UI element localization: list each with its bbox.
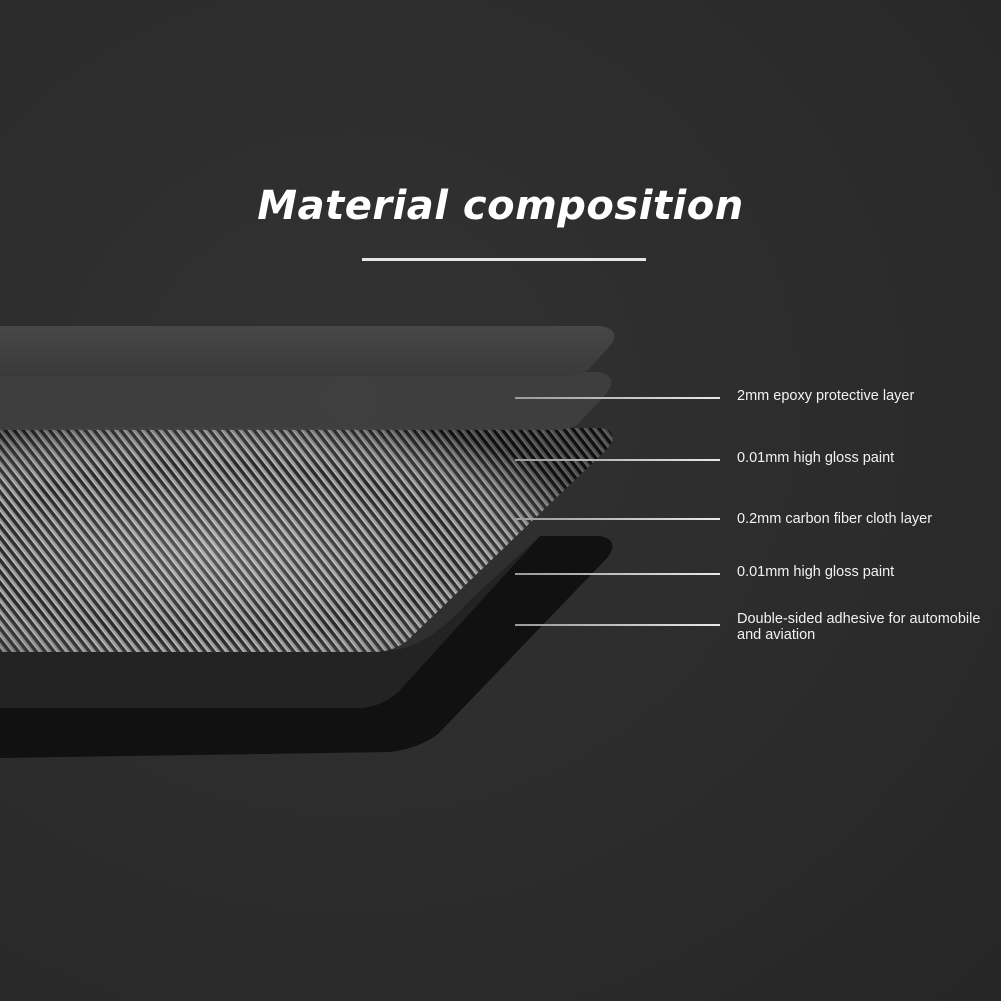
- adhesive-layer: [0, 536, 613, 758]
- layer-label-gloss-bottom: 0.01mm high gloss paint: [737, 564, 895, 580]
- leader-line-carbon: [515, 518, 720, 520]
- leader-line-epoxy: [515, 397, 720, 399]
- leader-line-gloss-top: [515, 459, 720, 461]
- leader-line-adhesive: [515, 624, 720, 626]
- title-underline: [362, 258, 646, 261]
- epoxy-layer: [0, 326, 615, 376]
- layer-label-epoxy: 2mm epoxy protective layer: [737, 388, 915, 404]
- page-title: Material composition: [257, 183, 744, 229]
- layer-label-carbon: 0.2mm carbon fiber cloth layer: [737, 511, 933, 527]
- gloss-paint-top-layer: [0, 372, 612, 430]
- gloss-paint-bottom-layer: [0, 536, 540, 708]
- layer-label-adhesive: Double-sided adhesive for automobile and…: [737, 611, 981, 643]
- leader-line-gloss-bottom: [515, 573, 720, 575]
- carbon-fiber-sheen: [0, 428, 613, 652]
- layer-label-gloss-top: 0.01mm high gloss paint: [737, 450, 895, 466]
